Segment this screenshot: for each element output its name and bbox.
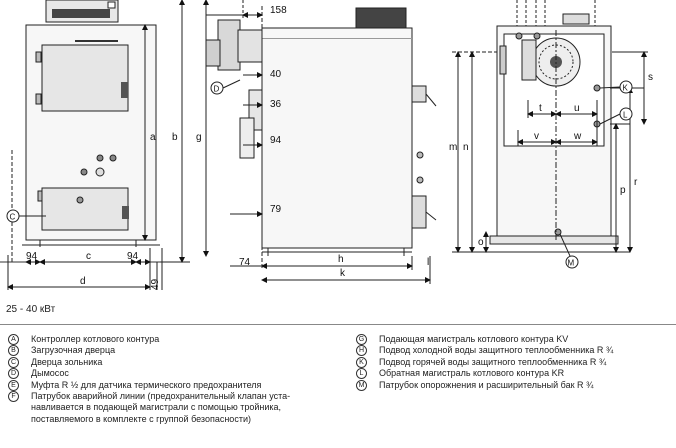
legend-text: Муфта R ½ для датчика термического предо… (31, 379, 262, 390)
legend-item-m: M Патрубок опорожнения и расширительный … (356, 379, 674, 391)
legend-item-d: D Дымосос (8, 368, 338, 380)
dim-d: d (80, 276, 86, 287)
dim-74: 74 (239, 257, 251, 268)
legend-text: Контроллер котлового контура (31, 334, 160, 344)
legend-letter: C (8, 356, 19, 368)
legend-item-k: K Подвод горячей воды защитного теплообм… (356, 356, 674, 368)
legend-letter: H (356, 345, 367, 357)
divider (0, 324, 676, 325)
legend-left: A Контроллер котлового контура B Загрузо… (8, 334, 338, 425)
dim-p: p (620, 185, 626, 196)
dim-s: s (648, 72, 653, 83)
legend-item-h: H Подвод холодной воды защитного теплооб… (356, 345, 674, 357)
power-range-caption: 25 - 40 кВт (6, 304, 56, 315)
dim-94-right: 94 (127, 251, 139, 262)
dim-u: u (574, 103, 580, 114)
legend-item-a: A Контроллер котлового контура (8, 334, 338, 345)
side-view (203, 0, 437, 284)
dim-79: 79 (270, 204, 282, 215)
boiler-side-body (261, 27, 413, 249)
dim-l: l (427, 257, 429, 268)
dim-w: w (573, 131, 582, 142)
dim-94-left: 94 (26, 251, 38, 262)
legend-text: Патрубок аварийной линии (предохранитель… (31, 391, 291, 424)
dim-g: g (196, 132, 202, 143)
boiler-dimension-drawing: 94 c 94 d a b 49 C (0, 0, 653, 290)
legend-letter: G (356, 334, 367, 345)
marker-d-label: D (214, 85, 220, 94)
dim-r: r (634, 177, 638, 188)
rear-view (452, 0, 648, 253)
legend-item-g: G Подающая магистраль котлового контура … (356, 334, 674, 345)
marker-l-label: L (623, 111, 628, 120)
legend-item-c: C Дверца зольника (8, 356, 338, 368)
legend-letter: L (356, 368, 367, 380)
marker-m-label: M (568, 259, 575, 268)
dim-c: c (86, 251, 91, 262)
legend-text: Патрубок опорожнения и расширительный ба… (379, 379, 594, 390)
flue-fan (217, 19, 241, 71)
front-view (0, 0, 190, 290)
dim-40: 40 (270, 69, 282, 80)
legend-text: Подвод холодной воды защитного теплообме… (379, 345, 614, 356)
legend-letter: K (356, 356, 367, 368)
legend-item-l: L Обратная магистраль котлового контура … (356, 368, 674, 380)
legend-letter: M (356, 379, 367, 391)
legend-letter: A (8, 334, 19, 345)
dim-94-side: 94 (270, 135, 282, 146)
legend-text: Дверца зольника (31, 356, 103, 367)
legend-text: Подающая магистраль котлового контура KV (379, 334, 569, 344)
legend-text: Загрузочная дверца (31, 345, 116, 356)
legend-text: Дымосос (31, 368, 69, 379)
legend-letter: D (8, 368, 19, 380)
dim-36: 36 (270, 99, 282, 110)
dim-a: a (150, 132, 156, 143)
dim-n: n (463, 142, 469, 153)
dim-v: v (534, 131, 539, 142)
legend-letter: B (8, 345, 19, 357)
dim-m: m (449, 142, 457, 153)
legend-item-f: F Патрубок аварийной линии (предохраните… (8, 391, 338, 425)
dim-t: t (539, 103, 542, 114)
legend-right: G Подающая магистраль котлового контура … (356, 334, 674, 391)
legend-letter: F (8, 391, 19, 403)
marker-k-label: K (623, 84, 629, 93)
dim-k: k (340, 268, 346, 279)
ash-door (41, 187, 129, 231)
legend-item-b: B Загрузочная дверца (8, 345, 338, 357)
marker-c-label: C (10, 213, 16, 222)
dim-o: o (478, 237, 484, 248)
dim-h: h (338, 254, 344, 265)
dim-49: 49 (150, 278, 161, 290)
legend-text: Подвод горячей воды защитного теплообмен… (379, 356, 607, 367)
dim-158: 158 (270, 5, 287, 16)
legend-text: Обратная магистраль котлового контура KR (379, 368, 565, 379)
legend-item-e: E Муфта R ½ для датчика термического пре… (8, 379, 338, 391)
legend-letter: E (8, 379, 19, 391)
marker-m (565, 255, 579, 269)
loading-door (41, 44, 129, 112)
dim-b: b (172, 132, 178, 143)
